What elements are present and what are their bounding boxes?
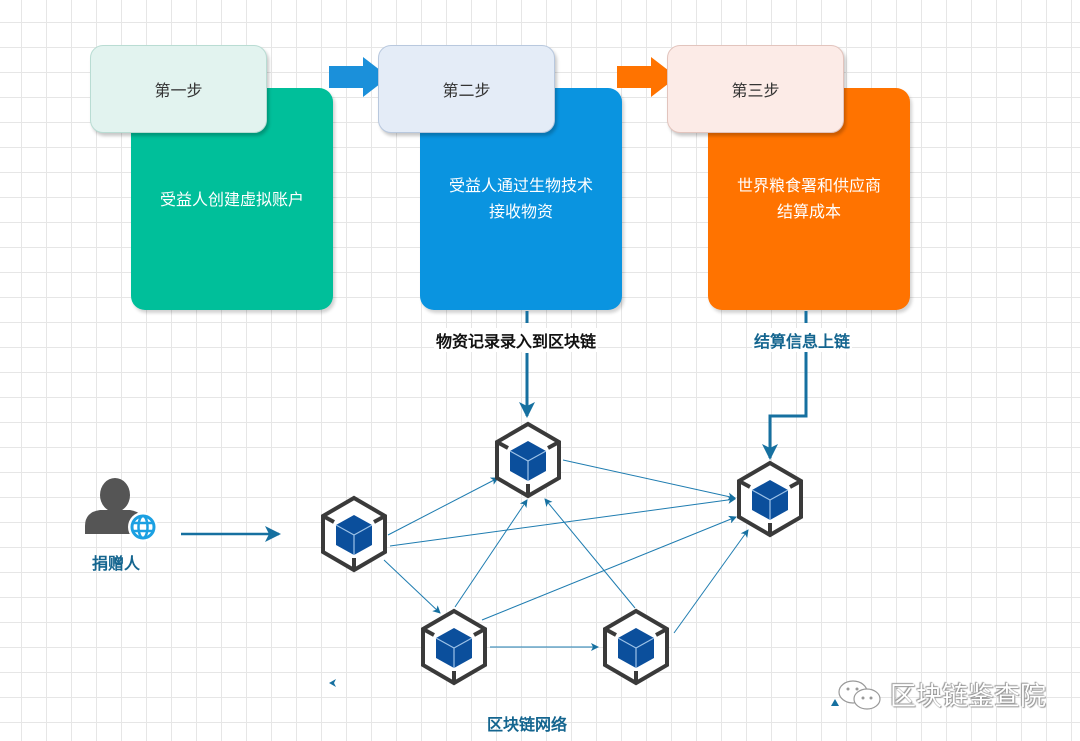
link-n2-n5 <box>562 459 736 501</box>
donor-label: 捐赠人 <box>92 554 141 573</box>
blockchain-node-icon <box>321 496 387 572</box>
stray-arrowhead <box>329 679 336 687</box>
step1-text: 受益人创建虚拟账户 <box>159 190 304 209</box>
step3-tab-label: 第三步 <box>731 81 780 100</box>
watermark: 区块链鉴查院 <box>836 676 1046 713</box>
step2-text-line1: 受益人通过生物技术 <box>448 176 593 195</box>
step1-tab-label: 第一步 <box>154 81 203 100</box>
link-n3-n2 <box>454 499 528 608</box>
step3-tab: 第三步 <box>667 45 844 133</box>
blockchain-node-icon <box>495 422 561 498</box>
blockchain-node-icon <box>603 609 669 685</box>
wechat-icon <box>838 679 881 710</box>
step1-tab: 第一步 <box>90 45 267 133</box>
step2-tab: 第二步 <box>378 45 555 133</box>
link-n4-n2 <box>544 498 636 609</box>
link-n1-n5 <box>389 495 736 547</box>
link-n4-n5 <box>673 529 749 634</box>
watermark-text: 区块链鉴查院 <box>890 682 1047 712</box>
blockchain-node-icon <box>737 461 803 537</box>
step2-tab-label: 第二步 <box>442 81 491 100</box>
step2-text-line2: 接收物资 <box>488 202 553 221</box>
link-n1-n2 <box>387 477 499 536</box>
step2-connector-label: 物资记录录入到区块链 <box>434 328 599 352</box>
step2-card: 受益人通过生物技术 接收物资 <box>420 88 622 310</box>
stray-arrowhead <box>831 699 839 706</box>
link-n3-n5 <box>481 515 737 621</box>
user-globe-icon <box>85 478 158 542</box>
link-n1-n3 <box>383 559 441 614</box>
step3-connector <box>762 352 808 460</box>
step3-text-line2: 结算成本 <box>776 202 841 221</box>
blockchain-node-icon <box>421 609 487 685</box>
network-label: 区块链网络 <box>487 715 568 734</box>
step3-connector-label: 结算信息上链 <box>752 328 853 352</box>
step3-text-line1: 世界粮食署和供应商 <box>736 176 881 195</box>
